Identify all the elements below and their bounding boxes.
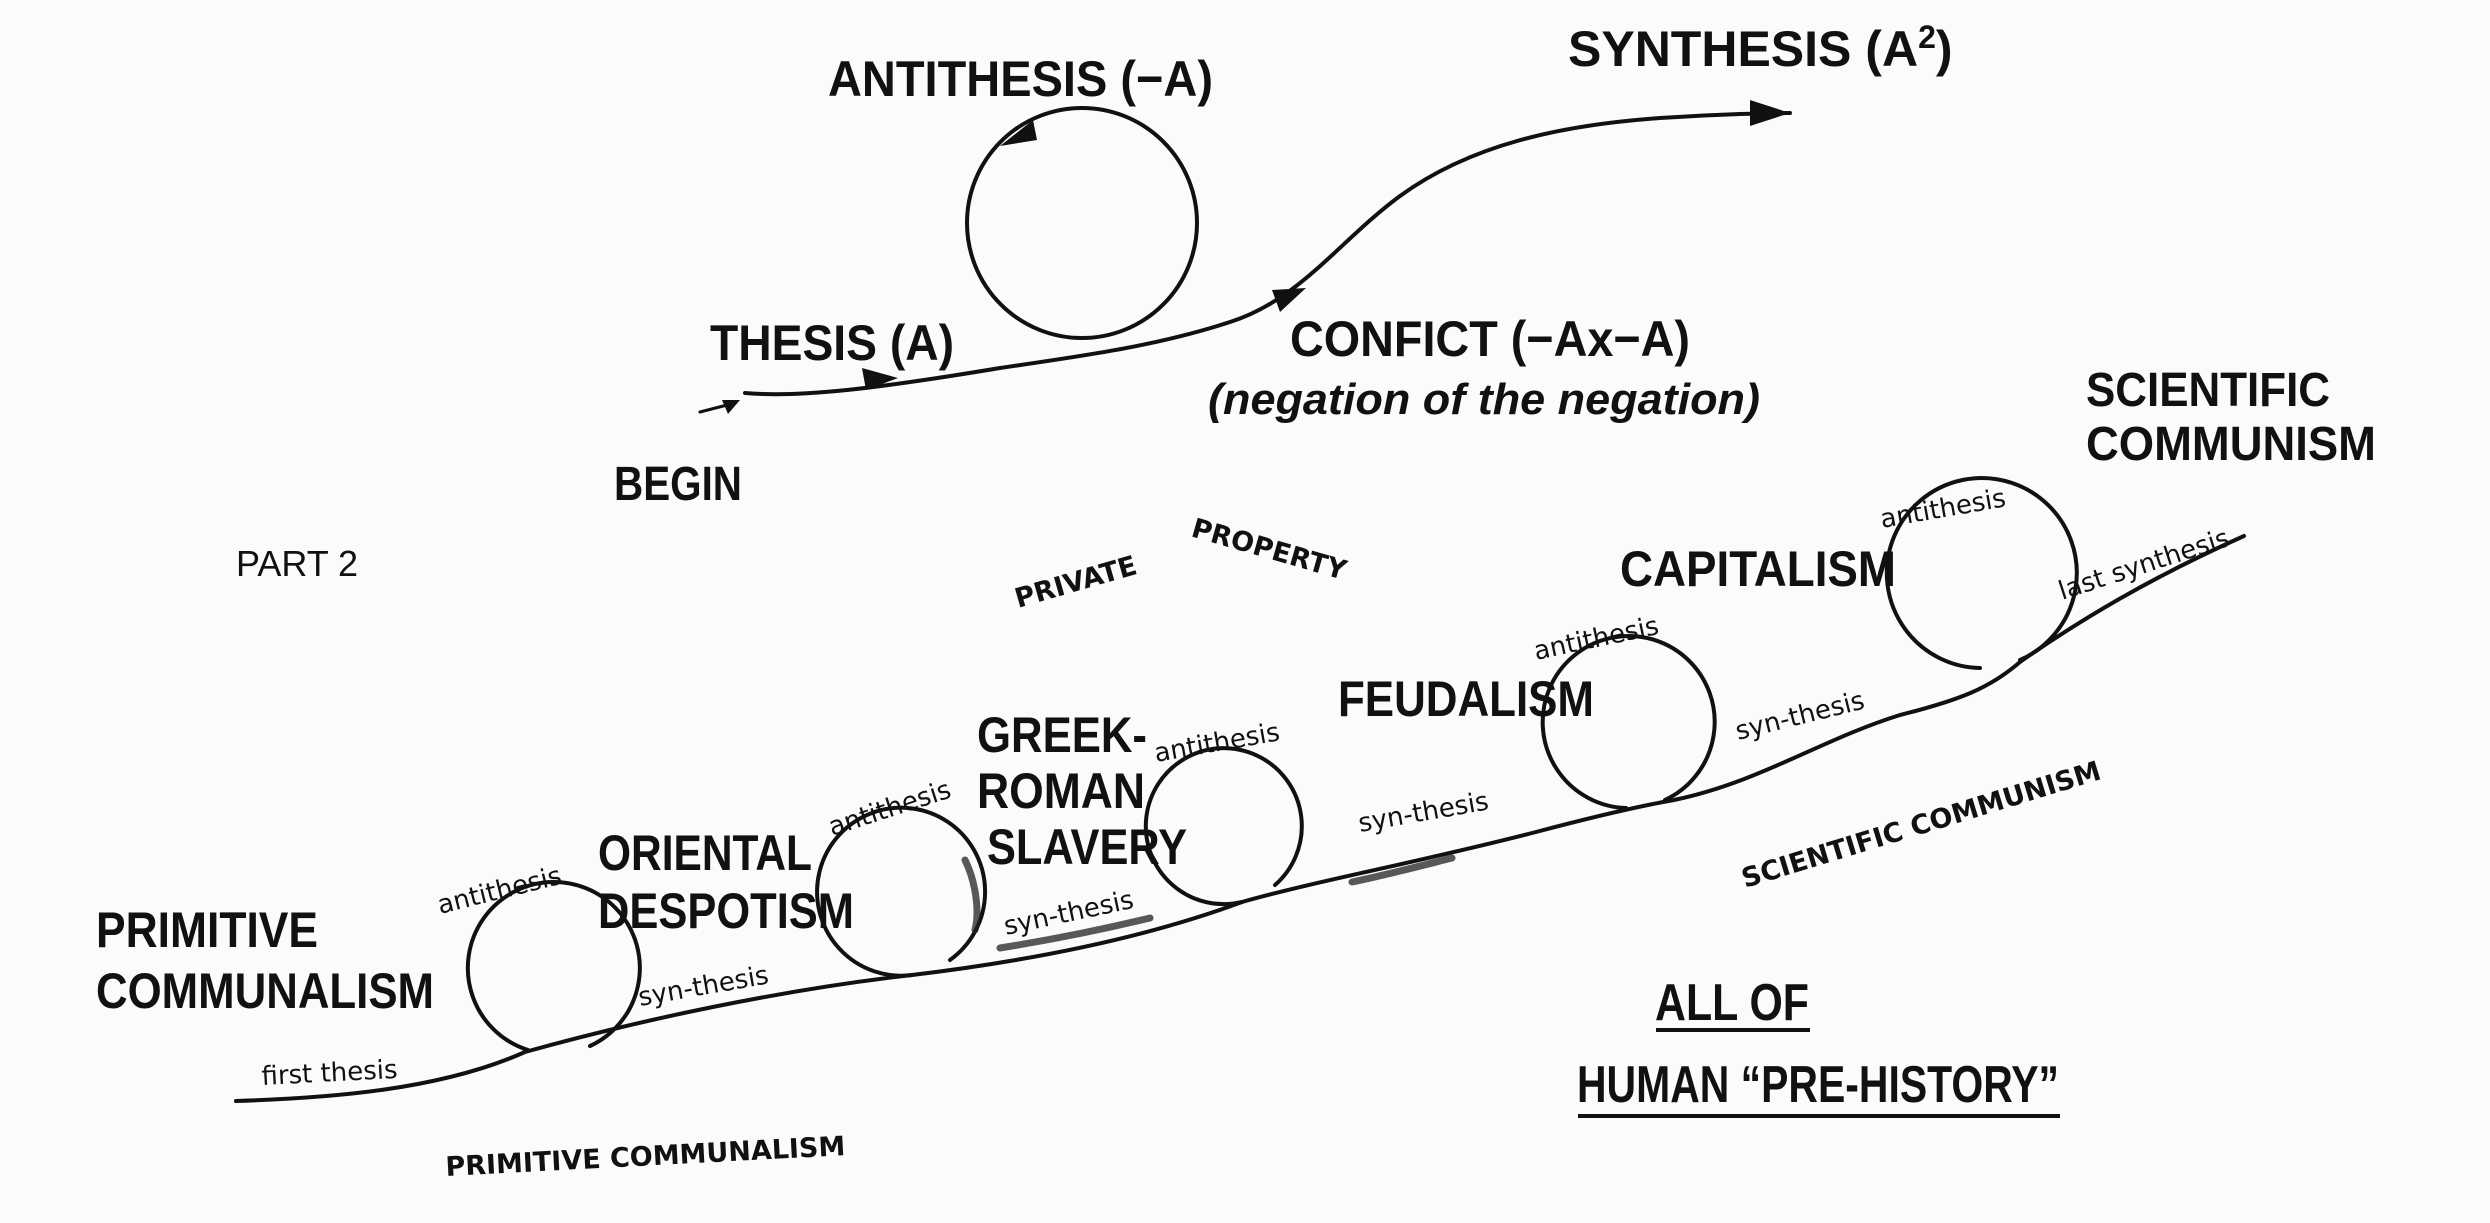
label-antithesis-1: antithesis: [434, 861, 564, 921]
smudge-2: [1348, 854, 1456, 886]
begin-label: BEGIN: [614, 458, 742, 511]
smudge-3: [961, 856, 981, 934]
antithesis-loop: [965, 106, 1199, 340]
part-label: PART 2: [236, 543, 358, 584]
label-synthesis-3: syn-thesis: [1356, 786, 1491, 838]
loop-primitive: [465, 880, 642, 1052]
stamp-scientific-communism: SCIENTIFIC COMMUNISM: [1738, 756, 2105, 895]
label-antithesis-3: antithesis: [1152, 717, 1282, 769]
stage-oriental-line2: DESPOTISM: [598, 883, 854, 939]
arrowhead-thesis: [862, 368, 898, 390]
conflict-heading: CONFICT (−Ax−A): [1290, 311, 1690, 367]
label-antithesis-4: antithesis: [1531, 611, 1661, 667]
arrowhead-conflict: [1272, 288, 1306, 312]
loop-capitalism: [1884, 476, 2079, 670]
label-antithesis-2: antithesis: [825, 775, 955, 843]
negation-subheading: (negation of the negation): [1208, 375, 1760, 424]
label-synthesis-1: syn-thesis: [636, 960, 771, 1012]
stage-capitalism: CAPITALISM: [1620, 541, 1896, 597]
stamp-primitive-communalism: PRIMITIVE COMMUNALISM: [445, 1131, 846, 1183]
stage-oriental-line1: ORIENTAL: [598, 825, 812, 881]
dialectic-path: [743, 111, 1792, 397]
smudge-1: [996, 914, 1154, 952]
history-curve: [234, 476, 2246, 1103]
stage-feudalism: FEUDALISM: [1338, 671, 1594, 727]
stamp-property: PROPERTY: [1188, 513, 1350, 587]
label-last-synthesis: last synthesis: [2055, 523, 2233, 606]
stage-primitive-line2: COMMUNALISM: [96, 963, 434, 1019]
loop-greek: [1143, 746, 1304, 907]
stage-primitive-line1: PRIMITIVE: [96, 902, 318, 958]
caption-line2: HUMAN “PRE-HISTORY”: [1577, 1056, 2059, 1114]
loop-oriental: [815, 805, 988, 978]
stage-greek-line3: SLAVERY: [987, 819, 1187, 875]
arrowhead-antithesis: [1000, 120, 1037, 146]
caption-line1: ALL OF: [1655, 974, 1809, 1032]
synthesis-heading: SYNTHESIS (A2): [1568, 19, 1953, 77]
label-first-thesis: first thesis: [261, 1055, 398, 1092]
loop-feudalism: [1540, 634, 1717, 810]
stage-greek-line1: GREEK-: [977, 707, 1147, 763]
label-antithesis-5: antithesis: [1878, 483, 2008, 535]
label-synthesis-4: syn-thesis: [1732, 686, 1867, 747]
arrowhead-begin: [722, 400, 740, 414]
thesis-heading: THESIS (A): [710, 315, 954, 371]
stamp-private: PRIVATE: [1011, 550, 1140, 614]
history-path: [234, 534, 2246, 1103]
stage-greek-line2: ROMAN: [977, 763, 1145, 819]
arrowhead-synthesis: [1750, 100, 1790, 126]
stage-scientific-line2: COMMUNISM: [2086, 418, 2376, 471]
antithesis-heading: ANTITHESIS (−A): [828, 51, 1213, 107]
stage-scientific-line1: SCIENTIFIC: [2086, 364, 2330, 417]
